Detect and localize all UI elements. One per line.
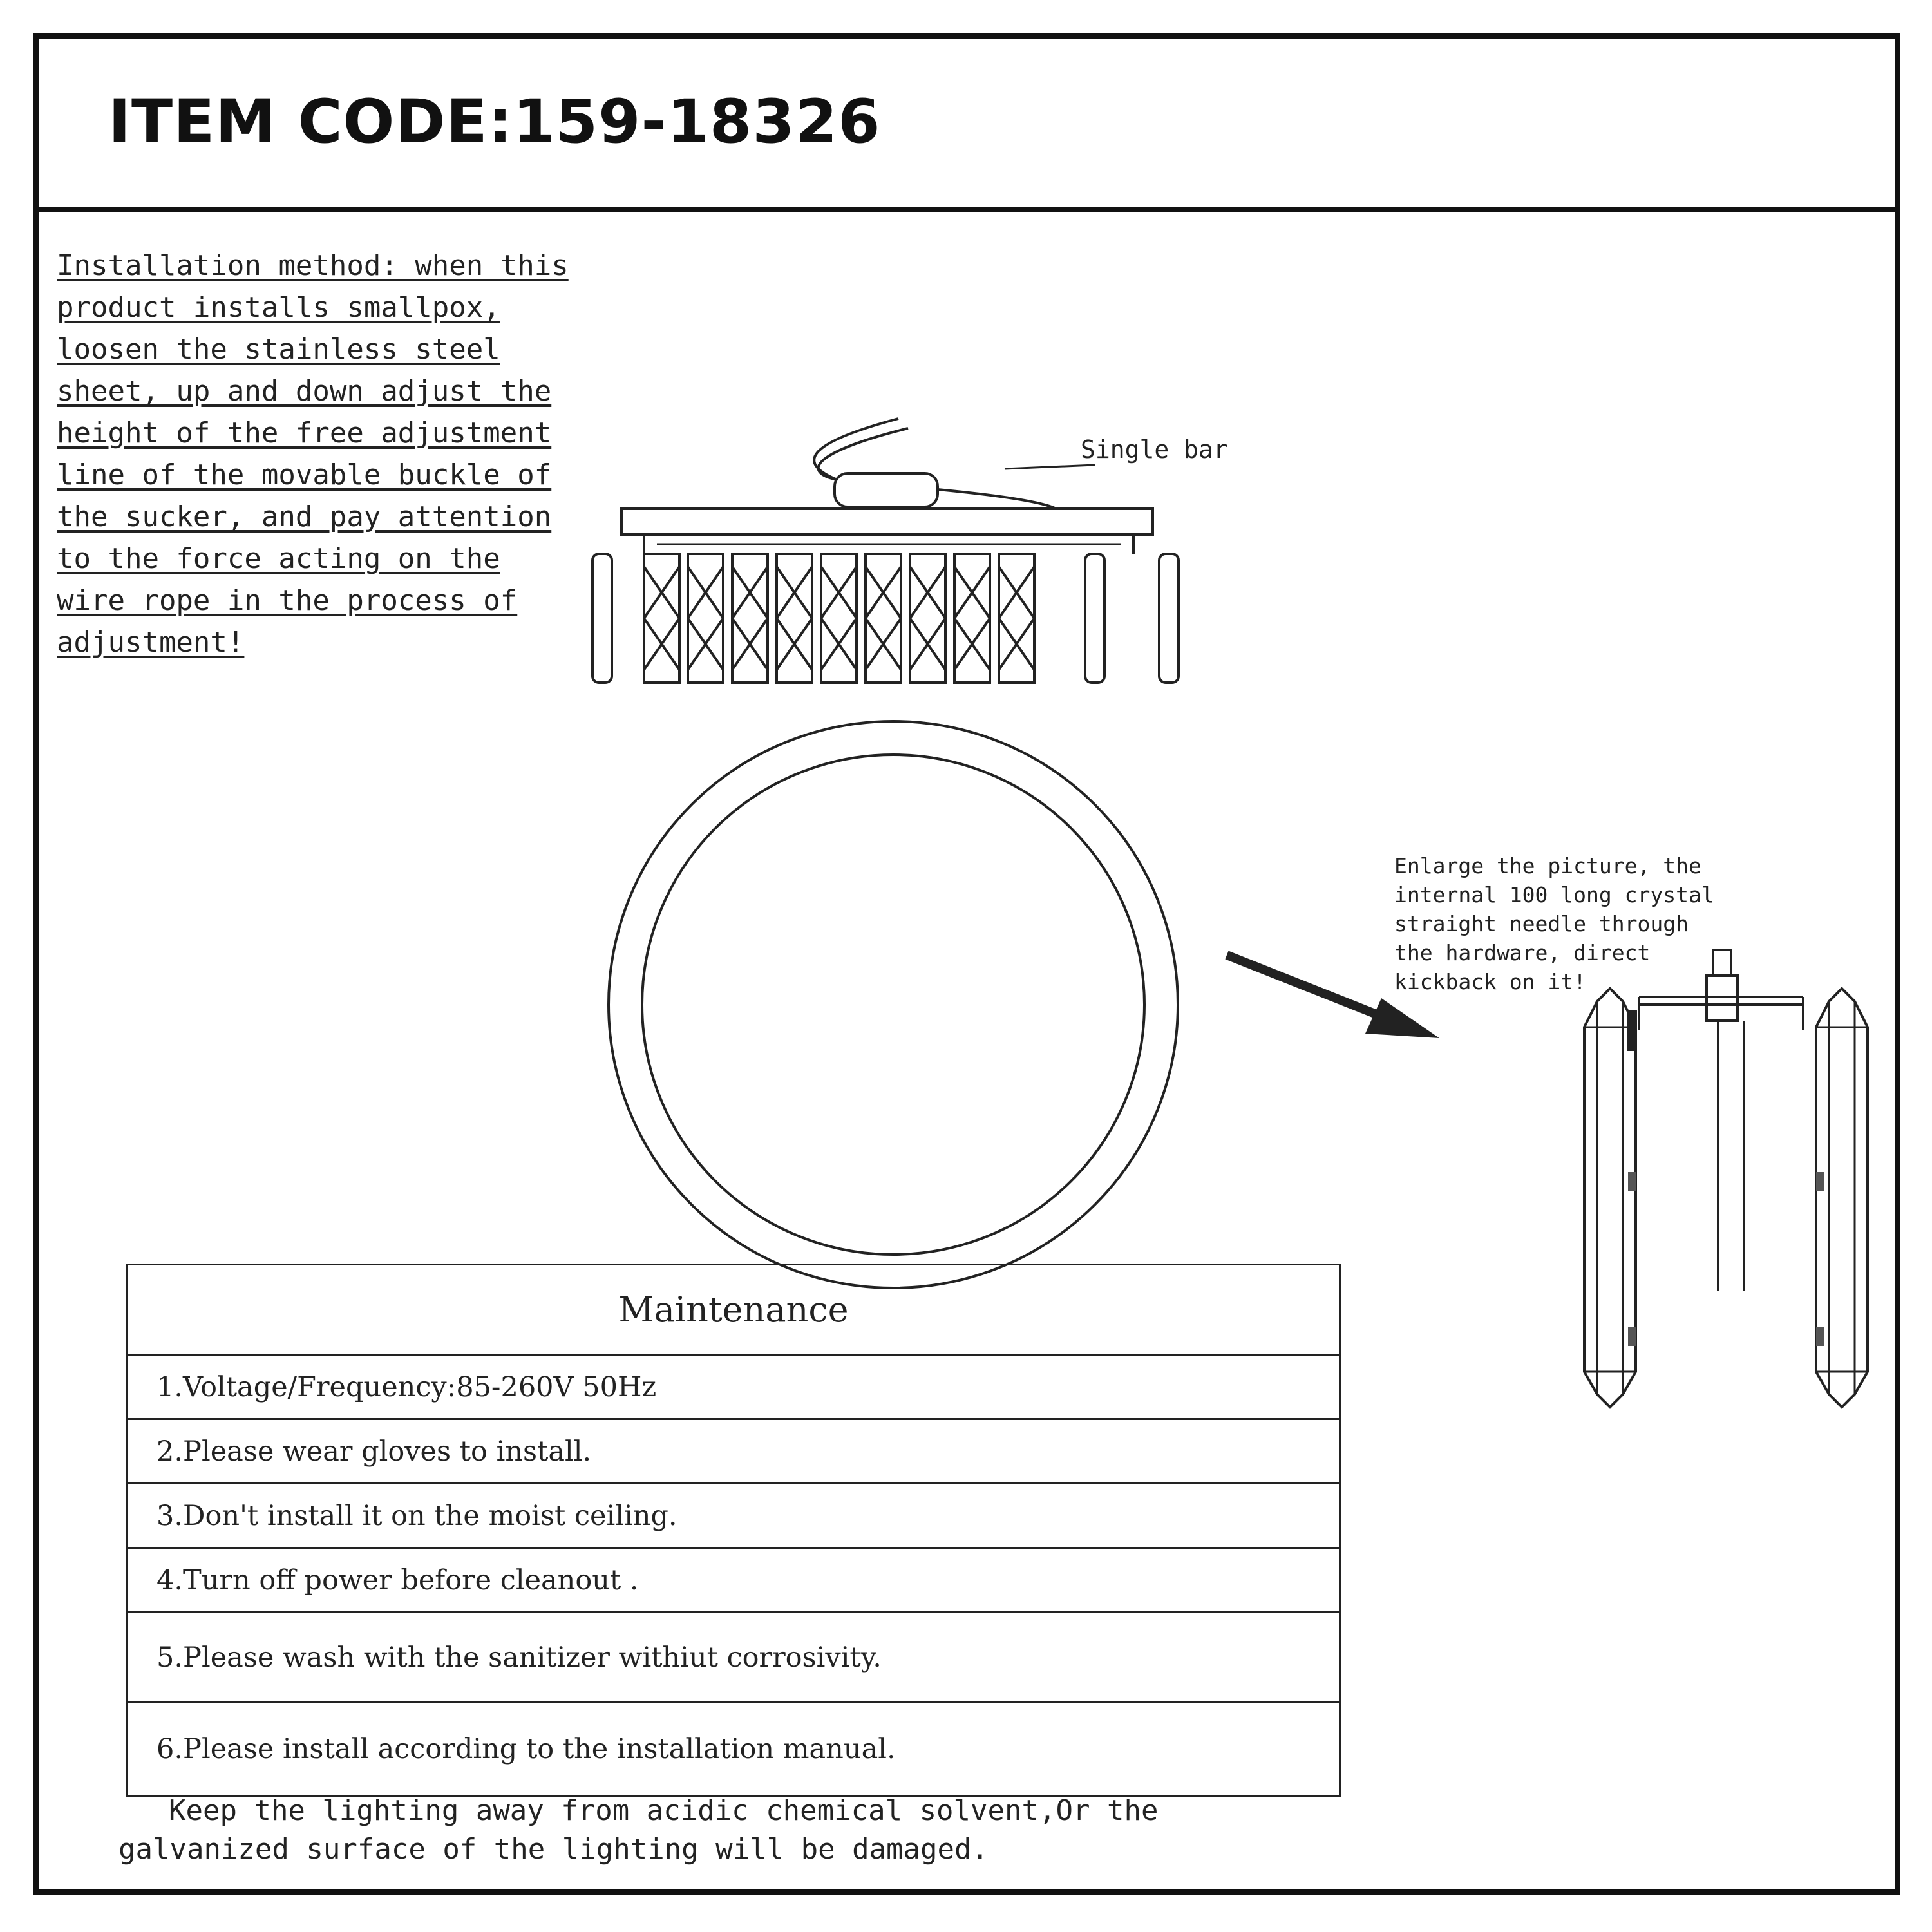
warning-line: Keep the lighting away from acidic chemi… <box>169 1794 1159 1827</box>
maintenance-item: 2.Please wear gloves to install. <box>128 1420 1339 1484</box>
maintenance-item: 6.Please install according to the instal… <box>156 1733 896 1765</box>
crystal-pattern <box>909 565 947 671</box>
crystal-detail-drawing <box>1583 949 1869 1409</box>
crystal-pattern <box>643 565 681 671</box>
maintenance-item: 1.Voltage/Frequency:85-260V 50Hz <box>128 1356 1339 1420</box>
side-crystal <box>591 553 613 684</box>
side-crystal <box>1158 553 1180 684</box>
maintenance-item: 3.Don't install it on the moist ceiling. <box>128 1484 1339 1549</box>
installation-note-line: product installs smallpox, <box>57 291 500 324</box>
enlarge-arrow-icon <box>1225 951 1439 1038</box>
maintenance-table: Maintenance 1.Voltage/Frequency:85-260V … <box>126 1264 1341 1797</box>
crystal-pattern <box>864 565 902 671</box>
installation-note-line: height of the free adjustment <box>57 417 552 450</box>
maintenance-item: 5.Please wash with the sanitizer withiut… <box>128 1613 1339 1703</box>
crystal-pattern <box>731 565 769 671</box>
enlarge-note-line: straight needle through <box>1394 911 1689 936</box>
warning-line: galvanized surface of the lighting will … <box>118 1833 989 1866</box>
installation-note-line: wire rope in the process of <box>57 584 518 617</box>
maintenance-item: 4.Turn off power before cleanout . <box>128 1549 1339 1613</box>
installation-note-line: to the force acting on the <box>57 542 500 575</box>
crystal-pattern <box>953 565 991 671</box>
crystal-pattern <box>775 565 813 671</box>
enlarge-note-line: internal 100 long crystal <box>1394 882 1714 907</box>
enlarge-note-line: Enlarge the picture, the <box>1394 853 1701 878</box>
crystal-pattern <box>687 565 724 671</box>
installation-note-line: loosen the stainless steel <box>57 333 500 366</box>
installation-note-line: line of the movable buckle of <box>57 459 552 491</box>
header-divider <box>33 207 1900 212</box>
ring-top-view <box>607 720 1179 1289</box>
installation-note-line: the sucker, and pay attention <box>57 500 552 533</box>
side-crystal <box>1084 553 1106 684</box>
warning-note: Keep the lighting away from acidic chemi… <box>118 1792 1158 1869</box>
side-view-drawing <box>591 417 1180 684</box>
installation-note-line: adjustment! <box>57 626 245 659</box>
installation-note-line: sheet, up and down adjust the <box>57 375 552 408</box>
document-frame <box>33 33 1900 1895</box>
crystal-pattern <box>820 565 858 671</box>
installation-note-line: Installation method: when this <box>57 249 569 282</box>
maintenance-title: Maintenance <box>128 1265 1339 1356</box>
enlarge-note: Enlarge the picture, the internal 100 lo… <box>1394 851 1755 996</box>
crystal-pattern <box>998 565 1036 671</box>
enlarge-note-line: kickback on it! <box>1394 969 1587 994</box>
enlarge-note-line: the hardware, direct <box>1394 940 1651 965</box>
single-bar-label: Single bar <box>1081 435 1228 464</box>
installation-note: Installation method: when this product i… <box>57 245 611 663</box>
item-code-title: ITEM CODE:159-18326 <box>108 87 881 157</box>
